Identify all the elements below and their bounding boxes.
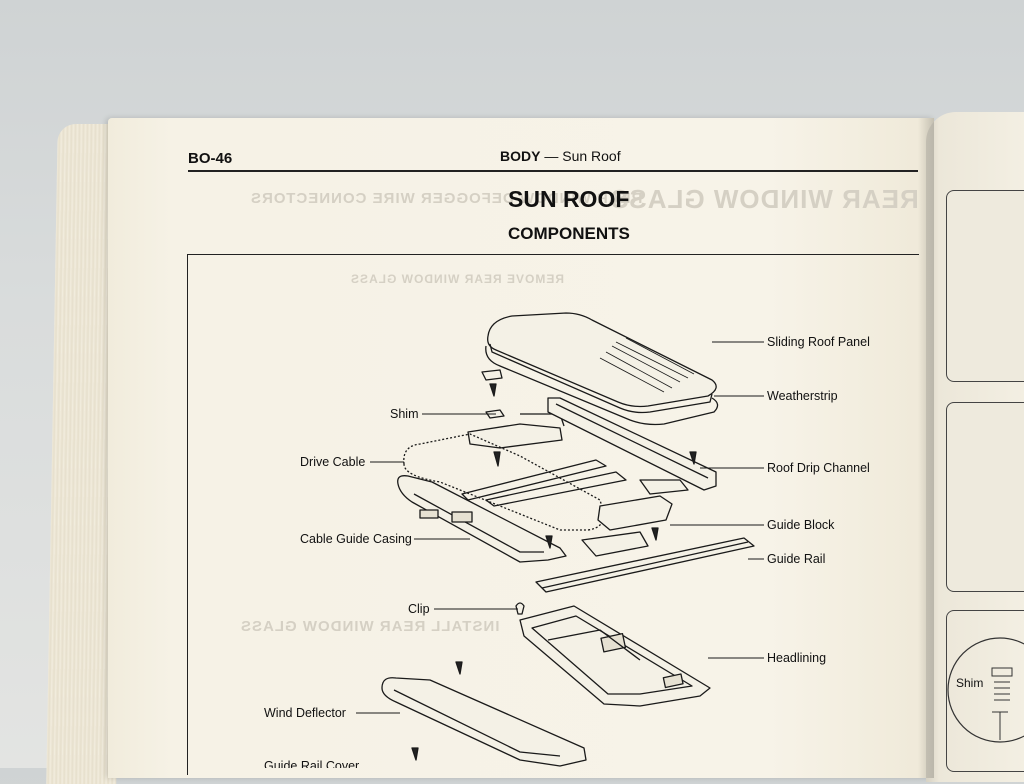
callout-cable-guide-casing: Cable Guide Casing xyxy=(300,532,412,546)
callout-clip: Clip xyxy=(408,602,430,616)
callout-guide-rail-cover: Guide Rail Cover xyxy=(264,759,360,768)
callout-guide-block: Guide Block xyxy=(767,518,835,532)
guide-block-shape xyxy=(597,495,673,531)
header-rule xyxy=(188,170,918,172)
wind-deflector-shape xyxy=(381,677,587,767)
page-gutter-shadow xyxy=(918,118,934,778)
components-figure-frame xyxy=(187,254,919,775)
headlining-shape xyxy=(519,605,711,707)
callout-shim: Shim xyxy=(390,407,419,421)
page-number: BO-46 xyxy=(188,150,233,167)
right-page-figure-2 xyxy=(946,402,1024,592)
callout-drive-cable: Drive Cable xyxy=(300,455,366,469)
callout-roof-drip-channel: Roof Drip Channel xyxy=(767,461,870,475)
page-title: SUN ROOF xyxy=(508,186,630,212)
page-subtitle: COMPONENTS xyxy=(508,224,630,243)
cable-guide-casing-shape xyxy=(397,475,567,563)
section-separator: — xyxy=(544,148,559,164)
section-header: BODY — Sun Roof xyxy=(500,148,621,164)
right-page-figure-1 xyxy=(946,190,1024,382)
callout-weatherstrip: Weatherstrip xyxy=(767,389,838,403)
drive-cable-shape xyxy=(403,433,605,531)
sun-roof-exploded-diagram xyxy=(356,231,1024,767)
right-page-shim-label: Shim xyxy=(956,676,984,690)
right-page-figure-3 xyxy=(946,610,1024,772)
section-name: BODY xyxy=(500,148,541,164)
callout-sliding-roof-panel: Sliding Roof Panel xyxy=(767,335,870,349)
sliding-roof-panel-shape xyxy=(487,312,717,414)
left-page xyxy=(108,118,934,778)
callout-guide-rail: Guide Rail xyxy=(767,552,826,566)
weatherstrip-shape xyxy=(485,345,719,426)
callout-wind-deflector: Wind Deflector xyxy=(264,706,346,720)
section-subtitle: Sun Roof xyxy=(562,148,621,164)
callout-headlining: Headlining xyxy=(767,651,827,665)
